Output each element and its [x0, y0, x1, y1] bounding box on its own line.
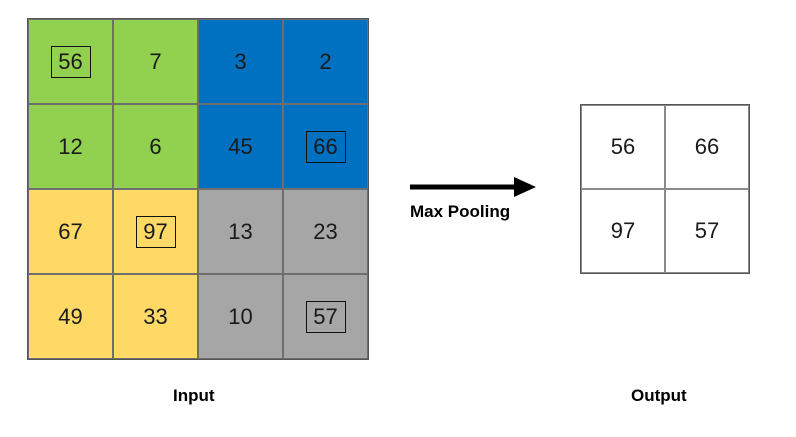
- input-cell: 23: [283, 189, 368, 274]
- input-cell: 2: [283, 19, 368, 104]
- input-cell: 10: [198, 274, 283, 359]
- output-cell: 56: [581, 105, 665, 189]
- cell-value: 49: [58, 303, 83, 329]
- input-cell: 97: [113, 189, 198, 274]
- output-grid: 56 66 97 57: [580, 104, 750, 274]
- cell-value: 33: [143, 303, 168, 329]
- max-value-box: 66: [305, 130, 346, 163]
- input-cell: 3: [198, 19, 283, 104]
- cell-value: 2: [319, 48, 332, 74]
- input-caption: Input: [173, 386, 215, 405]
- input-grid: 56 7 3 2 12 6 45 66 67 97 13 23 49 33 10 57: [27, 18, 369, 360]
- cell-value: 67: [58, 218, 83, 244]
- max-value-box: 57: [305, 300, 346, 333]
- cell-value: 56: [610, 134, 636, 159]
- input-cell: 66: [283, 104, 368, 189]
- input-cell: 7: [113, 19, 198, 104]
- cell-value: 10: [228, 303, 253, 329]
- cell-value: 13: [228, 218, 253, 244]
- right-arrow-icon: [410, 177, 536, 197]
- cell-value: 7: [149, 48, 162, 74]
- cell-value: 57: [694, 218, 720, 243]
- max-value-box: 97: [135, 215, 176, 248]
- cell-value: 3: [234, 48, 247, 74]
- output-caption: Output: [631, 386, 687, 405]
- cell-value: 23: [313, 218, 338, 244]
- output-cell: 57: [665, 189, 749, 273]
- input-cell: 13: [198, 189, 283, 274]
- input-cell: 6: [113, 104, 198, 189]
- input-cell: 57: [283, 274, 368, 359]
- cell-value: 45: [228, 133, 253, 159]
- output-cell: 66: [665, 105, 749, 189]
- input-cell: 56: [28, 19, 113, 104]
- output-cell: 97: [581, 189, 665, 273]
- cell-value: 12: [58, 133, 83, 159]
- operation-label: Max Pooling: [410, 202, 511, 221]
- max-value-box: 56: [50, 45, 91, 78]
- input-cell: 49: [28, 274, 113, 359]
- input-cell: 33: [113, 274, 198, 359]
- input-cell: 12: [28, 104, 113, 189]
- input-cell: 67: [28, 189, 113, 274]
- cell-value: 66: [694, 134, 720, 159]
- cell-value: 97: [610, 218, 636, 243]
- cell-value: 6: [149, 133, 162, 159]
- input-cell: 45: [198, 104, 283, 189]
